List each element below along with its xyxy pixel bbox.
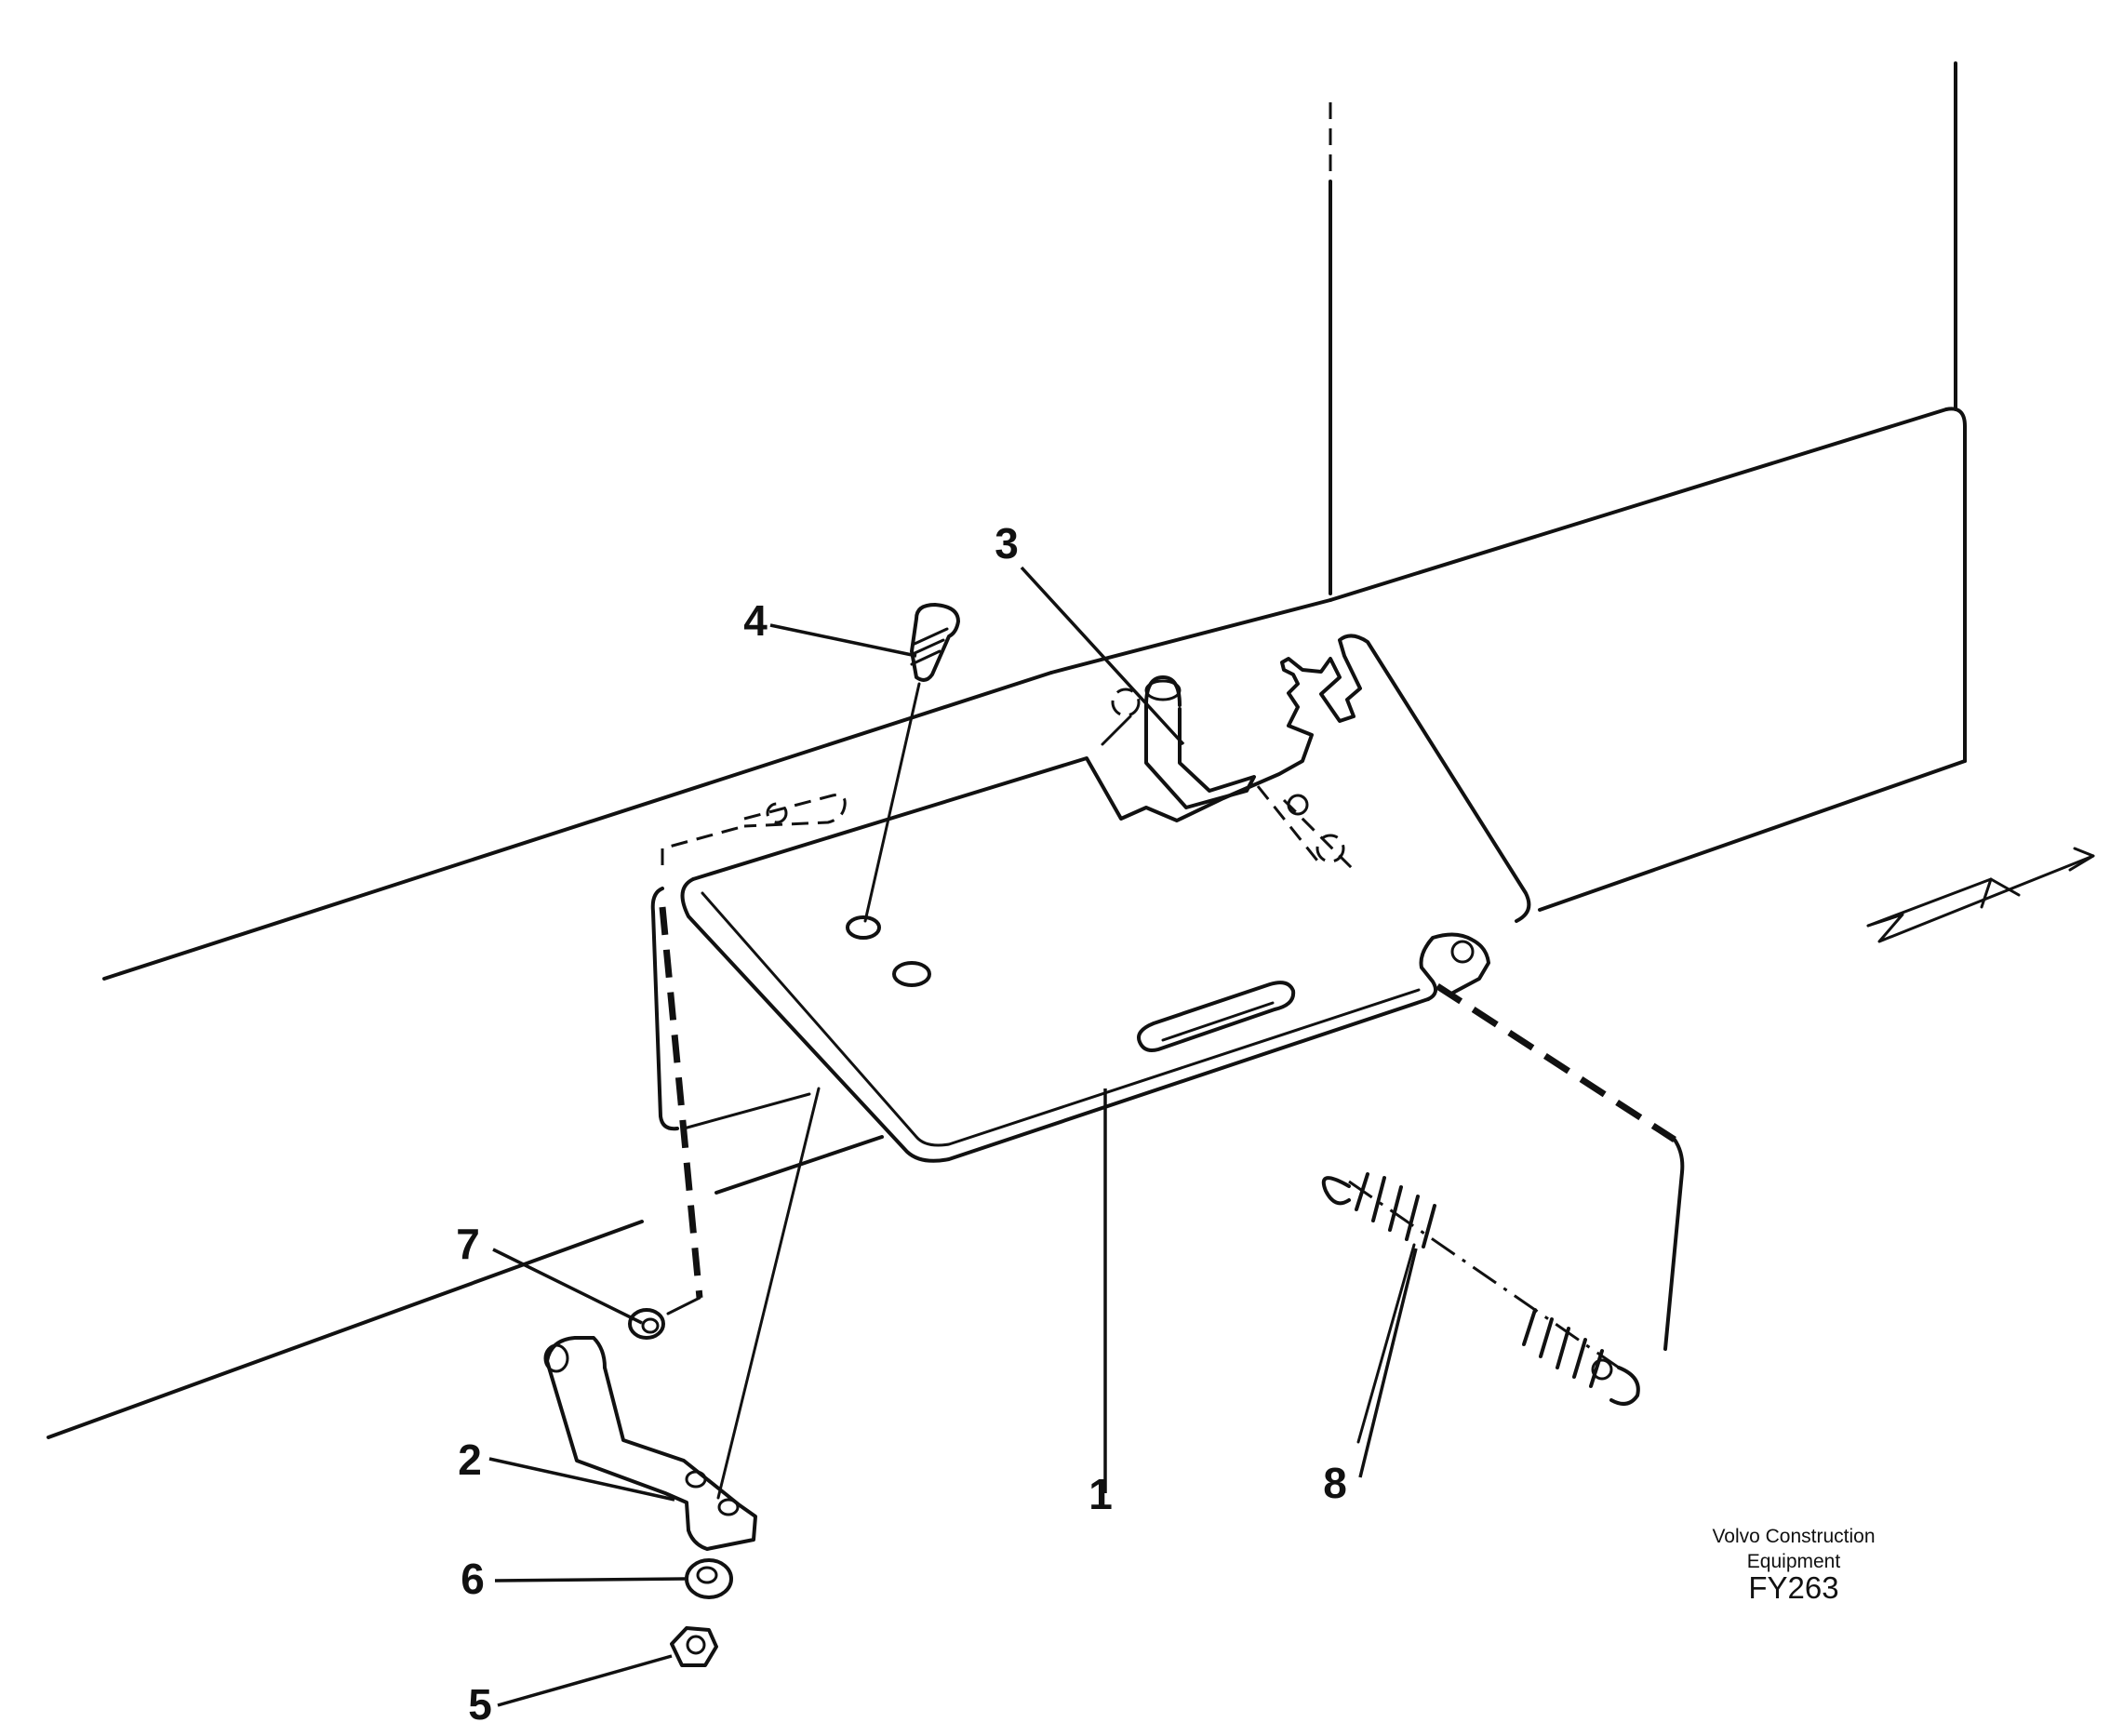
callout-6: 6: [461, 1555, 485, 1603]
callout-7: 7: [456, 1220, 480, 1268]
figure-code: FY263: [1748, 1570, 1838, 1605]
hinge-upper: [1101, 675, 1355, 872]
washer: [685, 1558, 733, 1599]
callout-5: 5: [468, 1680, 492, 1729]
callout-1: 1: [1088, 1470, 1113, 1518]
callout-8: 8: [1323, 1459, 1347, 1507]
callout-4: 4: [743, 596, 768, 645]
leader-lines: [488, 566, 1418, 1707]
brand-line-1: Volvo Construction: [1712, 1526, 1875, 1547]
assembly-guides: [659, 906, 1685, 1351]
callout-3: 3: [995, 519, 1019, 568]
callout-labels: 1 2 3 4 5 6 7 8: [456, 519, 1347, 1729]
brand-line-2: Equipment: [1747, 1551, 1841, 1572]
hidden-bracket: [661, 794, 847, 865]
step-plate: [650, 634, 1531, 1163]
nut: [670, 1626, 718, 1667]
brand-footer: Volvo Construction Equipment FY263: [1712, 1526, 1875, 1605]
bushing: [628, 1308, 665, 1340]
machine-frame: [47, 61, 1967, 1439]
screw: [863, 603, 960, 923]
callout-2: 2: [458, 1436, 482, 1484]
hinge-bracket: [543, 1087, 821, 1551]
spring: [1321, 1172, 1640, 1444]
direction-arrow: [1866, 847, 2095, 943]
